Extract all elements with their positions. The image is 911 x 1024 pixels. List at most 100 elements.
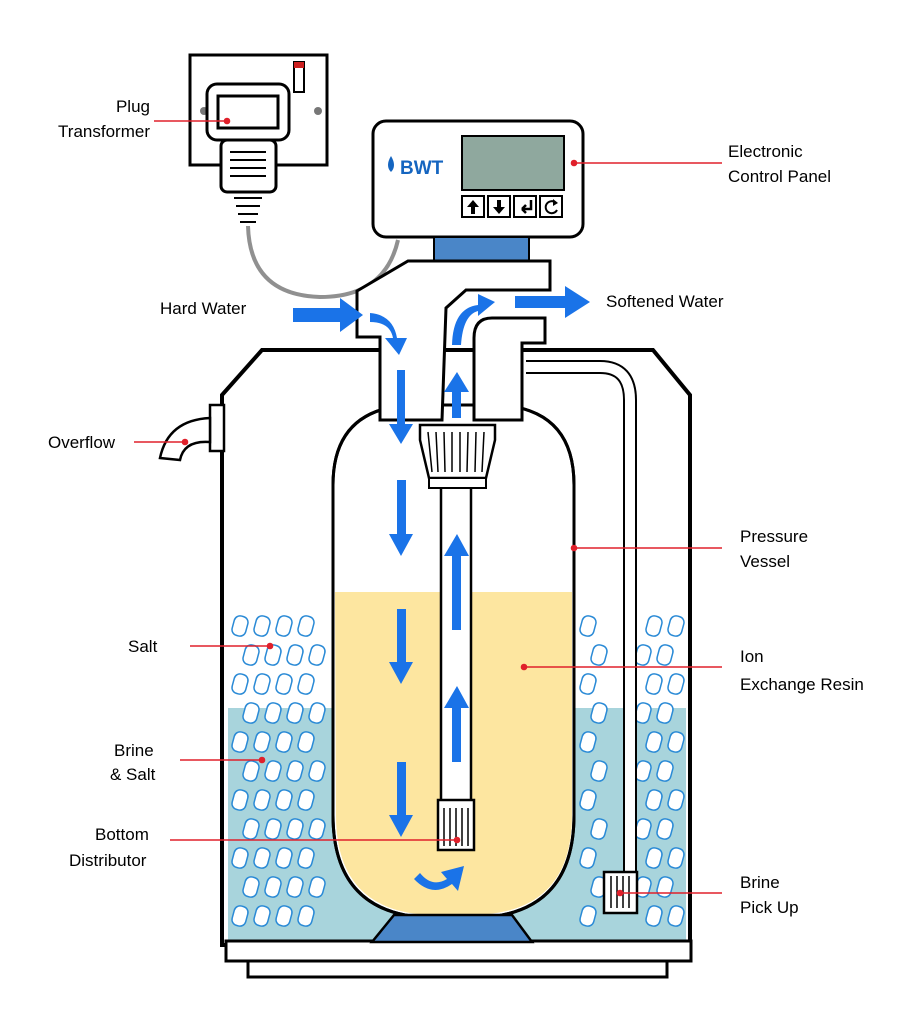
down-arrow-4 — [389, 762, 413, 837]
salt-pellet — [297, 615, 315, 637]
salt-pellet — [667, 847, 685, 869]
panel-screen — [461, 135, 565, 191]
salt-pellets-right — [579, 615, 685, 927]
salt-pellet — [297, 731, 315, 753]
salt-pellet — [308, 760, 326, 782]
salt-pellet — [297, 847, 315, 869]
vessel-base — [369, 913, 535, 944]
salt-pellet — [231, 847, 249, 869]
salt-pellet — [286, 702, 304, 724]
salt-pellet — [667, 905, 685, 927]
salt-pellet — [645, 673, 663, 695]
down-arrow-3 — [389, 609, 413, 684]
up-arrow-1 — [444, 686, 469, 762]
salt-pellet — [308, 876, 326, 898]
salt-pellet — [264, 818, 282, 840]
label-electronic: Electronic — [728, 142, 803, 161]
up-arrow-icon — [467, 200, 479, 214]
salt-pellet — [231, 615, 249, 637]
label-salt: Salt — [128, 637, 158, 656]
leader-lines — [134, 117, 722, 897]
control-panel: BWT — [371, 119, 585, 239]
salt-pellet — [579, 615, 597, 637]
salt-pellet — [667, 731, 685, 753]
bwt-logo-icon — [388, 156, 394, 172]
salt-pellet — [286, 818, 304, 840]
overflow-pipe — [158, 403, 226, 462]
salt-pellet — [275, 789, 293, 811]
salt-pellet — [253, 789, 271, 811]
salt-pellet — [667, 789, 685, 811]
salt-pellet — [579, 789, 597, 811]
salt-pellet — [590, 644, 608, 666]
salt-pellet — [656, 644, 674, 666]
label-bottom: Bottom — [95, 825, 149, 844]
down-arrow-icon — [493, 200, 505, 214]
label-transformer: Transformer — [58, 122, 150, 141]
salt-pellet — [297, 673, 315, 695]
salt-pellet — [242, 818, 260, 840]
label-softened-water: Softened Water — [606, 292, 724, 311]
label-vessel: Vessel — [740, 552, 790, 571]
label-ion: Ion — [740, 647, 764, 666]
label-hard-water: Hard Water — [160, 299, 247, 318]
outlet-bend-arrow — [452, 294, 495, 345]
panel-button-up[interactable] — [461, 195, 485, 218]
salt-pellet — [264, 702, 282, 724]
salt-pellet — [275, 847, 293, 869]
salt-pellet — [231, 905, 249, 927]
panel-button-down[interactable] — [487, 195, 511, 218]
salt-pellet — [579, 731, 597, 753]
salt-pellets-left — [231, 615, 326, 927]
enter-icon — [521, 200, 533, 214]
label-control-panel: Control Panel — [728, 167, 831, 186]
label-brine-pickup-2: Pick Up — [740, 898, 799, 917]
salt-pellet — [308, 818, 326, 840]
refresh-icon — [544, 200, 558, 215]
salt-pellet — [264, 876, 282, 898]
salt-pellet — [242, 876, 260, 898]
salt-pellet — [264, 644, 282, 666]
down-arrow-2 — [389, 480, 413, 556]
down-arrow-1 — [389, 370, 413, 444]
bottom-turn-arrow — [414, 866, 464, 891]
salt-pellet — [297, 905, 315, 927]
salt-pellet — [275, 905, 293, 927]
label-exchange-resin: Exchange Resin — [740, 675, 864, 694]
salt-pellet — [275, 673, 293, 695]
salt-pellet — [656, 702, 674, 724]
brand-logo-text: BWT — [400, 158, 444, 179]
salt-pellet — [253, 673, 271, 695]
salt-pellet — [308, 702, 326, 724]
salt-pellet — [645, 731, 663, 753]
salt-pellet — [645, 615, 663, 637]
salt-pellet — [242, 702, 260, 724]
salt-pellet — [590, 702, 608, 724]
salt-pellet — [645, 789, 663, 811]
salt-pellet — [297, 789, 315, 811]
salt-pellet — [253, 615, 271, 637]
softened-water-outlet-arrow — [515, 286, 590, 318]
salt-pellet — [579, 673, 597, 695]
salt-pellet — [231, 673, 249, 695]
inlet-bend-arrow — [370, 313, 407, 355]
salt-pellet — [275, 615, 293, 637]
salt-pellet — [275, 731, 293, 753]
label-brine-pickup-1: Brine — [740, 873, 780, 892]
salt-pellet — [656, 760, 674, 782]
salt-pellet — [656, 876, 674, 898]
up-arrow-2 — [444, 534, 469, 630]
label-and-salt: & Salt — [110, 765, 156, 784]
salt-pellet — [667, 673, 685, 695]
panel-button-enter[interactable] — [513, 195, 537, 218]
label-plug: Plug — [116, 97, 150, 116]
valve-body — [355, 259, 552, 422]
label-brine: Brine — [114, 741, 154, 760]
salt-pellet — [264, 760, 282, 782]
panel-button-refresh[interactable] — [539, 195, 563, 218]
labels: Plug Transformer Electronic Control Pane… — [48, 97, 864, 917]
salt-pellet — [579, 847, 597, 869]
salt-pellet — [645, 847, 663, 869]
